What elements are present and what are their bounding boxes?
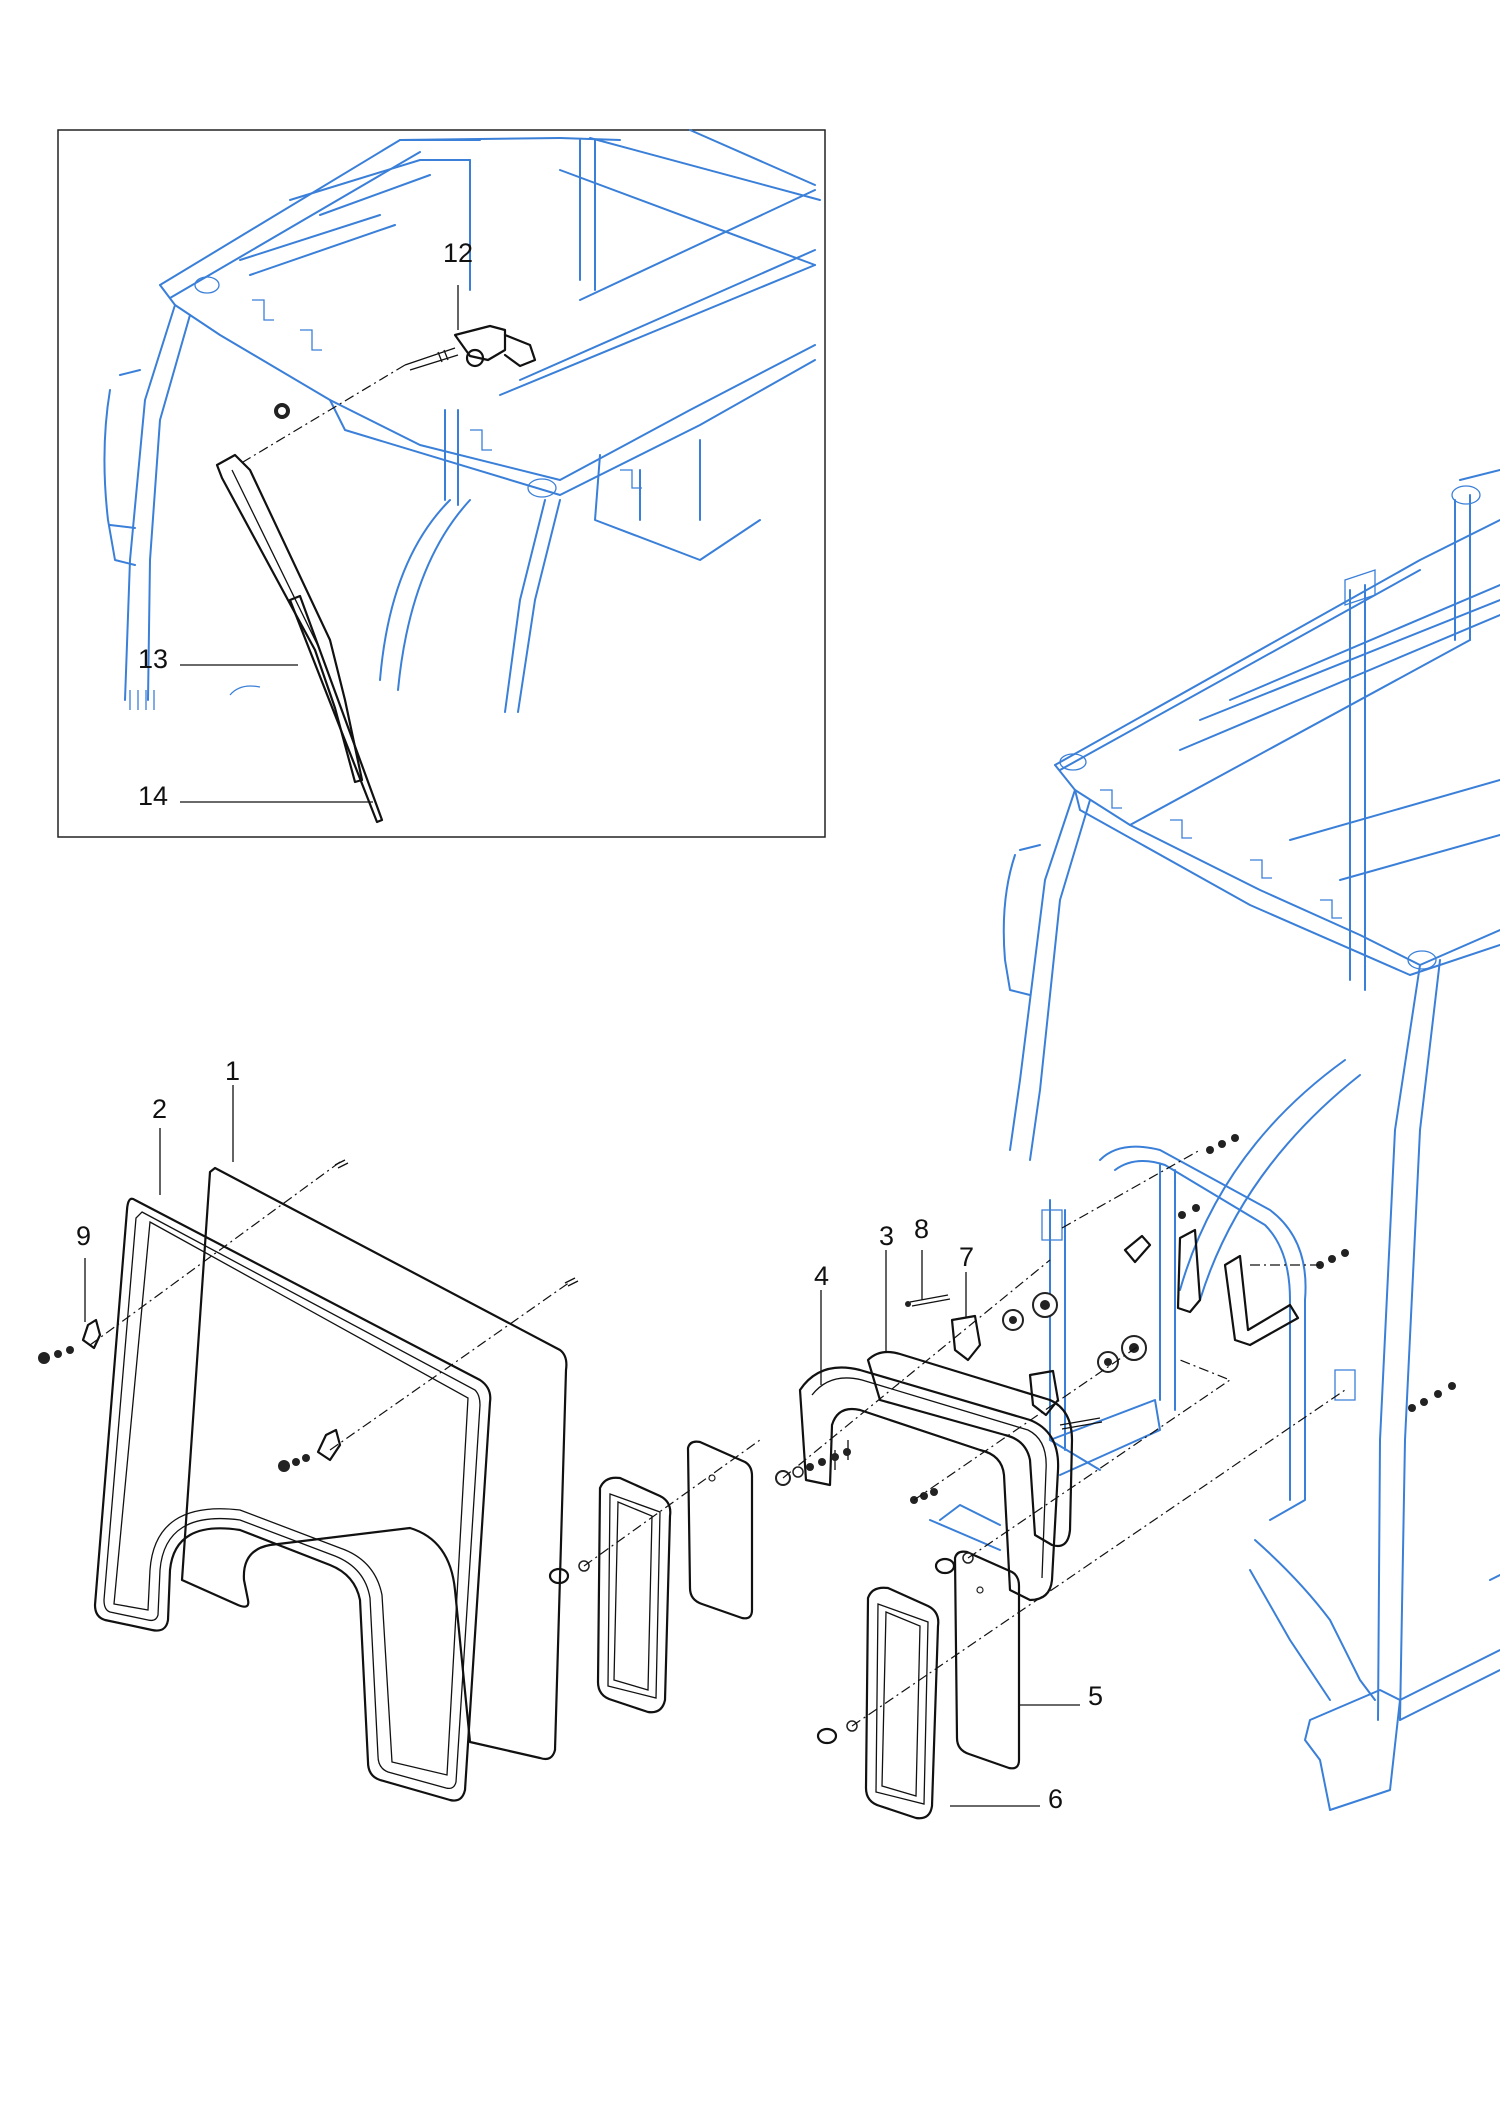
part-5-glass-lower <box>953 1550 1021 1770</box>
callout-4: 4 <box>814 1261 829 1291</box>
glass-mount-bolts <box>334 1159 579 1287</box>
callout-14: 14 <box>138 781 168 811</box>
guide-line-d <box>851 1389 1346 1727</box>
inset-panel: 12 13 14 <box>57 129 826 838</box>
fastener-upper <box>548 1560 590 1585</box>
part-2-seal <box>93 1197 492 1802</box>
guide-line-f <box>913 1344 1141 1501</box>
inset-cab-frame <box>103 129 821 713</box>
part-3-gasket <box>866 1350 1074 1548</box>
part-5-glass-upper <box>686 1440 754 1620</box>
guide-line-b <box>329 1281 571 1451</box>
inset-guide-line <box>242 364 406 463</box>
part-4-handle <box>798 1366 1060 1602</box>
part-6-seal-upper <box>596 1476 672 1714</box>
part-7-hinge <box>950 1292 1147 1430</box>
guide-line-h <box>1061 1149 1201 1229</box>
guide-line-e <box>782 1259 1051 1479</box>
callout-5: 5 <box>1088 1681 1103 1711</box>
main-cab-frame <box>929 469 1500 1811</box>
wiper-motor <box>404 324 537 371</box>
inset-nut <box>274 403 290 419</box>
callout-13: 13 <box>138 644 168 674</box>
inset-border <box>57 129 826 838</box>
guide-line-c <box>583 1439 761 1567</box>
fastener-lower <box>816 1720 858 1745</box>
part-8-pin <box>905 1294 951 1307</box>
guide-line-a <box>89 1161 341 1346</box>
callout-2: 2 <box>152 1094 167 1124</box>
callout-7: 7 <box>959 1242 974 1272</box>
callout-3: 3 <box>879 1221 894 1251</box>
part-6-seal-lower <box>864 1586 940 1820</box>
wiper-blade <box>288 594 384 824</box>
callout-6: 6 <box>1048 1784 1063 1814</box>
callout-8: 8 <box>914 1214 929 1244</box>
callout-9: 9 <box>76 1221 91 1251</box>
part-1-rear-glass <box>180 1166 568 1761</box>
guide-line-g <box>967 1359 1232 1559</box>
callout-12: 12 <box>443 238 473 268</box>
callout-1: 1 <box>225 1056 240 1086</box>
wiper-arm <box>215 453 364 784</box>
part-9-clip <box>38 1318 342 1472</box>
support-hinges <box>1123 1134 1456 1412</box>
